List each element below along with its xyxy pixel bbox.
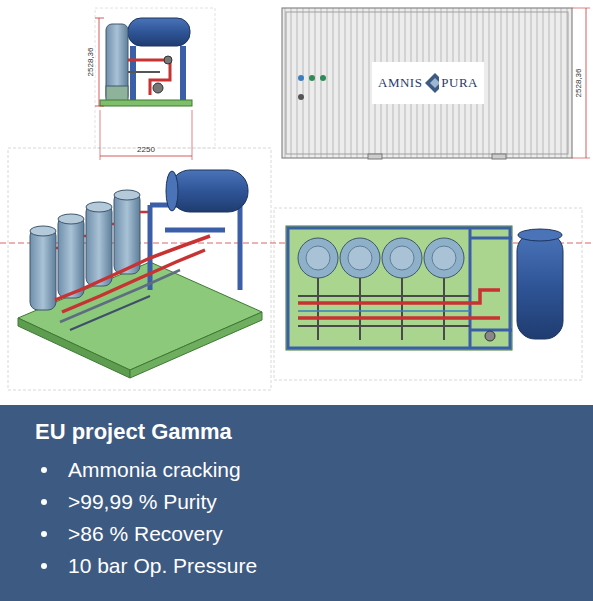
bullet-text: >99,99 % Purity [68, 490, 217, 514]
bullet-row: Ammonia cracking [35, 454, 593, 486]
heading-row: EU project Gamma [35, 419, 593, 445]
bullet [41, 499, 47, 505]
dimension-label: 2528,36 [575, 68, 583, 99]
logo-icon [424, 72, 439, 94]
isometric-view [18, 170, 262, 378]
bullet [41, 467, 47, 473]
spec-band: EU project GammaAmmonia cracking >99,99 %… [0, 405, 593, 601]
heading: EU project Gamma [35, 419, 232, 444]
dimension-label: 2250 [136, 146, 156, 154]
vessel-top [298, 238, 338, 340]
logo-box: AMNIS PURA [372, 62, 484, 104]
bullet-text: >86 % Recovery [68, 522, 223, 546]
dimension-label: 2528,36 [87, 47, 95, 78]
logo-text: AMNIS [378, 75, 422, 91]
bullet [41, 563, 47, 569]
vessel-top [424, 238, 464, 340]
bullet-row: >99,99 % Purity [35, 486, 593, 518]
bullet-row: >86 % Recovery [35, 518, 593, 550]
top-view [286, 226, 563, 350]
bullet-row: 10 bar Op. Pressure [35, 550, 593, 582]
vessel-top [340, 238, 380, 340]
container-view [282, 8, 590, 159]
logo-text: PURA [441, 75, 478, 91]
bullet-text: Ammonia cracking [68, 458, 241, 482]
vessel-top [382, 238, 422, 340]
bullet [41, 531, 47, 537]
bullet-text: 10 bar Op. Pressure [68, 554, 257, 578]
front-view [95, 18, 192, 160]
